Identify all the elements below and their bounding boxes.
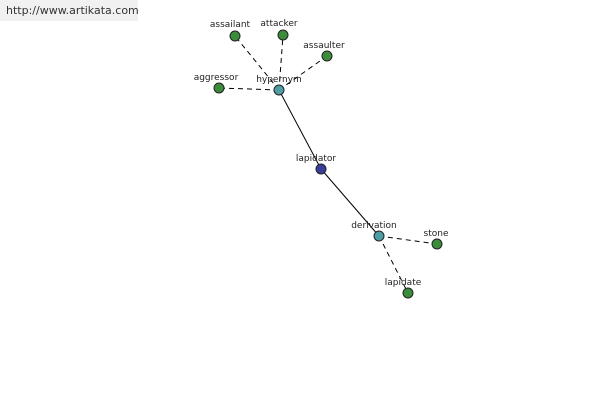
node-circle-aggressor[interactable] <box>213 82 225 94</box>
node-circle-lapidator[interactable] <box>315 163 327 175</box>
node-assailant[interactable]: assailant <box>210 20 251 42</box>
node-attacker[interactable]: attacker <box>260 19 298 41</box>
node-circle-lapidate[interactable] <box>402 287 414 299</box>
node-label-stone: stone <box>424 229 449 239</box>
node-aggressor[interactable]: aggressor <box>194 73 239 94</box>
node-label-assailant: assailant <box>210 20 251 30</box>
node-label-hypernym: hypernym <box>256 75 302 85</box>
node-circle-attacker[interactable] <box>277 29 289 41</box>
edge-lapidator-derivation <box>320 168 380 237</box>
edge-hypernym-attacker <box>278 34 284 91</box>
edges-layer <box>218 34 438 294</box>
node-hypernym[interactable]: hypernym <box>256 75 302 96</box>
edge-hypernym-aggressor <box>218 87 280 91</box>
node-label-assaulter: assaulter <box>303 41 345 51</box>
edge-hypernym-assailant <box>234 35 280 91</box>
node-assaulter[interactable]: assaulter <box>303 41 345 62</box>
node-label-lapidator: lapidator <box>296 154 336 164</box>
edge-hypernym-assaulter <box>278 55 328 91</box>
node-stone[interactable]: stone <box>424 229 449 250</box>
node-circle-assailant[interactable] <box>229 30 241 42</box>
node-label-lapidate: lapidate <box>385 278 422 288</box>
node-circle-assaulter[interactable] <box>321 50 333 62</box>
edge-derivation-stone <box>378 235 438 245</box>
node-label-attacker: attacker <box>260 19 297 29</box>
node-label-aggressor: aggressor <box>194 73 239 83</box>
node-circle-stone[interactable] <box>431 238 443 250</box>
edge-lapidator-hypernym <box>278 89 322 170</box>
node-label-derivation: derivation <box>351 221 397 231</box>
node-derivation[interactable]: derivation <box>351 221 397 242</box>
node-circle-hypernym[interactable] <box>273 84 285 96</box>
nodes-layer: lapidator hypernym derivation assailant atta… <box>194 19 449 299</box>
source-watermark: http://www.artikata.com <box>0 0 139 21</box>
node-circle-derivation[interactable] <box>373 230 385 242</box>
node-lapidator[interactable]: lapidator <box>296 154 336 175</box>
edge-derivation-lapidate <box>378 235 409 294</box>
node-lapidate[interactable]: lapidate <box>385 278 422 299</box>
